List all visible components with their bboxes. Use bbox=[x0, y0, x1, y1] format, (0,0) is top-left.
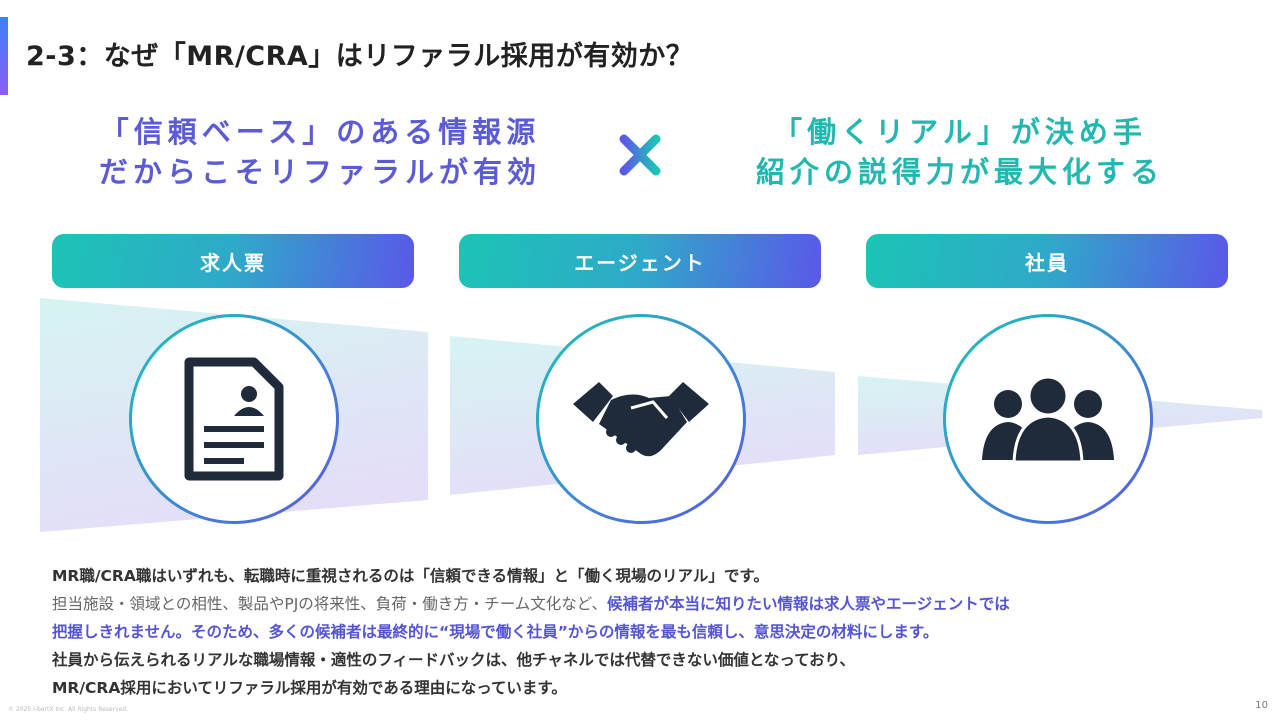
agent-circle bbox=[536, 314, 746, 524]
body-light-text: 担当施設・領域との相性、製品やPJの将来性、負荷・働き方・チーム文化など、 bbox=[52, 595, 608, 613]
headline-right-line: 紹介の説得力が最大化する bbox=[755, 155, 1164, 189]
page-title: 2-3：なぜ「MR/CRA」はリファラル採用が有効か？ bbox=[26, 41, 694, 72]
body-highlight-text: 候補者が本当に知りたい情報は求人票やエージェントでは bbox=[607, 595, 1010, 613]
body-line: MR職/CRA職はいずれも、転職時に重視されるのは「信頼できる情報」と「働く現場… bbox=[52, 567, 769, 585]
headline-left-line: だからこそリファラルが有効 bbox=[98, 155, 541, 189]
employee-circle bbox=[943, 314, 1153, 524]
pillar-label-agent: エージェント bbox=[459, 234, 821, 288]
body-line: 担当施設・領域との相性、製品やPJの将来性、負荷・働き方・チーム文化など、候補者… bbox=[52, 590, 1010, 618]
job-posting-circle bbox=[129, 314, 339, 524]
body-line: MR/CRA採用においてリファラル採用が有効である理由になっています。 bbox=[52, 679, 567, 697]
document-person-icon bbox=[184, 357, 284, 481]
page-number: 10 bbox=[1255, 700, 1268, 711]
headline-right: 「働くリアル」が決め手 紹介の説得力が最大化する bbox=[720, 112, 1200, 192]
headline-left-line: 「信頼ベース」のある情報源 bbox=[99, 115, 541, 149]
headline-right-line: 「働くリアル」が決め手 bbox=[773, 115, 1147, 149]
headline-left: 「信頼ベース」のある情報源 だからこそリファラルが有効 bbox=[60, 112, 580, 192]
multiply-icon bbox=[619, 134, 661, 176]
copyright: © 2025 I-bertX Inc. All Rights Reserved. bbox=[8, 706, 129, 713]
title-accent-bar bbox=[0, 17, 8, 95]
body-highlight-text: 把握しきれません。そのため、多くの候補者は最終的に“現場で働く社員”からの情報を… bbox=[52, 623, 939, 641]
body-text: MR職/CRA職はいずれも、転職時に重視されるのは「信頼できる情報」と「働く現場… bbox=[52, 562, 1010, 702]
body-line: 社員から伝えられるリアルな職場情報・適性のフィードバックは、他チャネルでは代替で… bbox=[52, 651, 856, 669]
people-group-icon bbox=[982, 375, 1114, 464]
pillar-label-employee: 社員 bbox=[866, 234, 1228, 288]
handshake-icon bbox=[573, 382, 709, 457]
pillar-label-job-posting: 求人票 bbox=[52, 234, 414, 288]
